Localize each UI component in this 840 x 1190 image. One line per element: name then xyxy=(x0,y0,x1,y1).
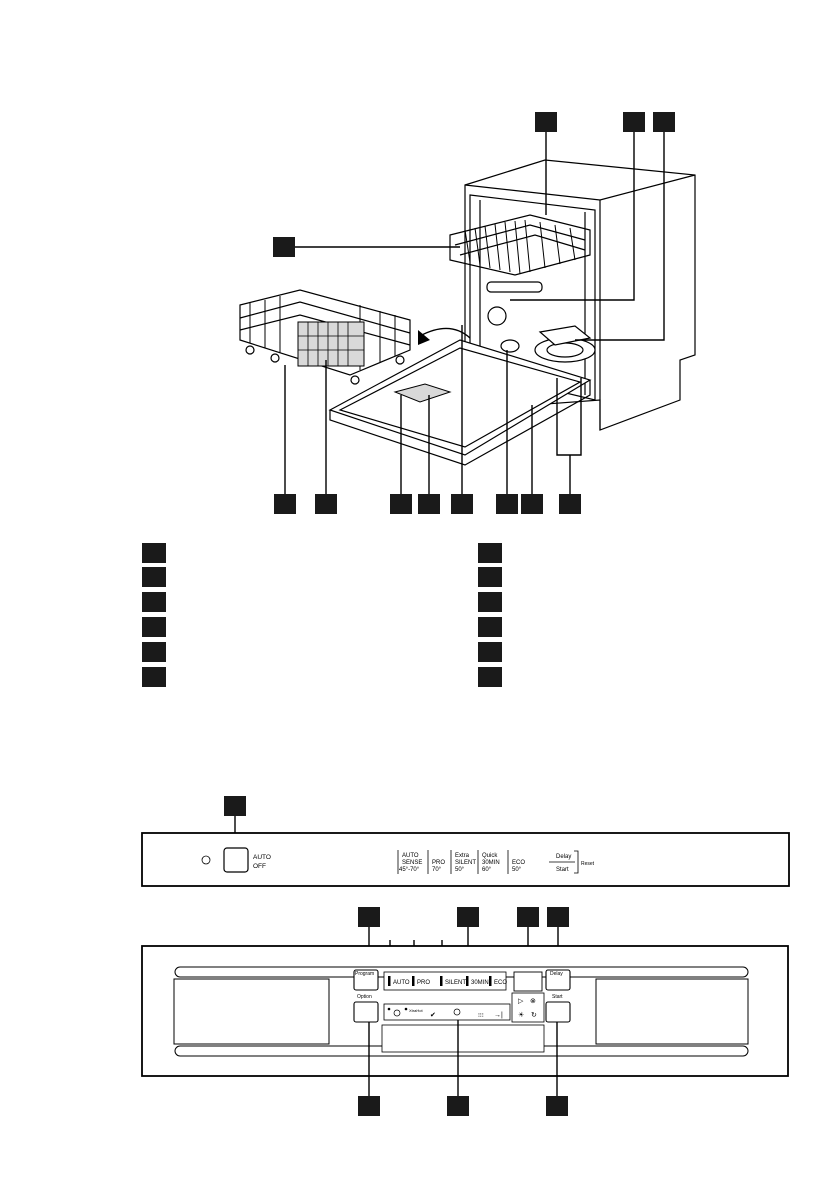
program-label: PRO xyxy=(432,860,445,866)
callout-marker xyxy=(653,112,675,132)
program-led-label: PRO xyxy=(417,980,430,986)
filter xyxy=(500,339,520,353)
power-icon xyxy=(201,855,211,865)
program-label: AUTO xyxy=(402,853,419,859)
option-button-label: Option xyxy=(357,994,372,1000)
legend-marker xyxy=(142,617,166,637)
program-label: 50° xyxy=(512,867,522,873)
callout-marker xyxy=(517,907,539,927)
program-label: 30MIN xyxy=(482,860,500,866)
callout-marker xyxy=(457,907,479,927)
end-arrow-icon: →| xyxy=(494,1012,503,1019)
xtrahot-icon xyxy=(393,1009,401,1017)
callout-marker xyxy=(358,1096,380,1116)
program-led xyxy=(440,976,443,986)
display-window xyxy=(381,1024,545,1053)
program-label: SILENT xyxy=(455,860,476,866)
callout-marker xyxy=(224,796,246,816)
legend-marker xyxy=(478,543,502,563)
callout-marker xyxy=(547,907,569,927)
off-label: OFF xyxy=(253,863,266,870)
callout-marker xyxy=(521,494,543,514)
program-led-label: SILENT xyxy=(445,980,466,986)
program-led xyxy=(466,976,469,986)
cutlery-basket xyxy=(297,321,365,367)
program-led xyxy=(388,976,391,986)
water-icon: ⁝⁝⁝ xyxy=(478,1013,484,1019)
program-label: 60° xyxy=(482,867,492,873)
checkmark-icon: ✔ xyxy=(430,1012,436,1019)
control-panel-front: Program Option Delay Start AUTO PRO SILE… xyxy=(141,907,789,1116)
callout-markers xyxy=(273,112,675,514)
program-led-label: AUTO xyxy=(393,980,410,986)
option-indicator-strip xyxy=(383,1003,511,1021)
program-label: Quick xyxy=(482,853,498,859)
legend-marker xyxy=(142,592,166,612)
legend-marker xyxy=(478,667,502,687)
legend-marker xyxy=(142,667,166,687)
start-button-label: Start xyxy=(552,994,563,1000)
legend-marker xyxy=(478,592,502,612)
legend-marker xyxy=(478,642,502,662)
time-display xyxy=(513,971,543,992)
program-label: 45°-70° xyxy=(399,867,420,873)
callout-marker xyxy=(559,494,581,514)
start-button[interactable] xyxy=(545,1001,571,1023)
lower-basket xyxy=(239,289,411,385)
leader-lines xyxy=(284,132,665,494)
callout-marker xyxy=(273,237,295,257)
legend-marker xyxy=(142,543,166,563)
legend-marker xyxy=(478,617,502,637)
callout-marker xyxy=(390,494,412,514)
callout-marker xyxy=(546,1096,568,1116)
callout-marker xyxy=(496,494,518,514)
callout-marker xyxy=(535,112,557,132)
program-label: 70° xyxy=(432,867,442,873)
upper-basket xyxy=(449,214,591,293)
callout-marker xyxy=(358,907,380,927)
legend-marker xyxy=(478,567,502,587)
dishwasher-illustration xyxy=(239,112,696,514)
program-label: SENSE xyxy=(402,860,422,866)
program-led xyxy=(489,976,492,986)
callout-marker xyxy=(418,494,440,514)
callout-marker xyxy=(315,494,337,514)
callout-marker xyxy=(274,494,296,514)
pull-arrow-icon xyxy=(418,330,430,345)
xtrahot-label: XtraHot xyxy=(409,1008,423,1013)
auto-label: AUTO xyxy=(253,854,271,861)
program-button[interactable] xyxy=(353,969,379,991)
option-button[interactable] xyxy=(353,1001,379,1023)
rinse-aid-icon: ▷ xyxy=(518,998,524,1005)
tap-icon: ↻ xyxy=(531,1012,537,1019)
spray-icon xyxy=(453,1008,461,1016)
callout-marker xyxy=(447,1096,469,1116)
salt-icon: ⊗ xyxy=(530,998,536,1005)
control-panel-top: AUTO OFF AUTO SENSE 45°-70° PRO 70° Extr… xyxy=(141,796,790,887)
sun-icon: ☀ xyxy=(518,1011,524,1019)
program-label: 50° xyxy=(455,867,465,873)
program-led-label: 30MIN xyxy=(471,980,489,986)
program-led-label: ECO xyxy=(494,980,507,986)
program-label: Extra xyxy=(455,853,470,859)
salt-container xyxy=(487,306,507,326)
legend-marker xyxy=(142,642,166,662)
start-label: Start xyxy=(556,867,569,873)
program-button-label: Program xyxy=(355,971,374,977)
power-button[interactable] xyxy=(223,847,249,873)
program-led xyxy=(412,976,415,986)
dishwasher-door xyxy=(328,339,592,466)
delay-label: Delay xyxy=(556,854,571,860)
program-label: ECO xyxy=(512,860,525,866)
legend-marker xyxy=(142,567,166,587)
callout-marker xyxy=(623,112,645,132)
program-list: AUTO SENSE 45°-70° PRO 70° Extra SILENT … xyxy=(397,850,525,874)
reset-label: Reset xyxy=(581,861,595,867)
callout-marker xyxy=(451,494,473,514)
status-indicator-block xyxy=(511,992,545,1023)
delay-button[interactable] xyxy=(545,969,571,991)
delay-button-label: Delay xyxy=(550,971,563,977)
